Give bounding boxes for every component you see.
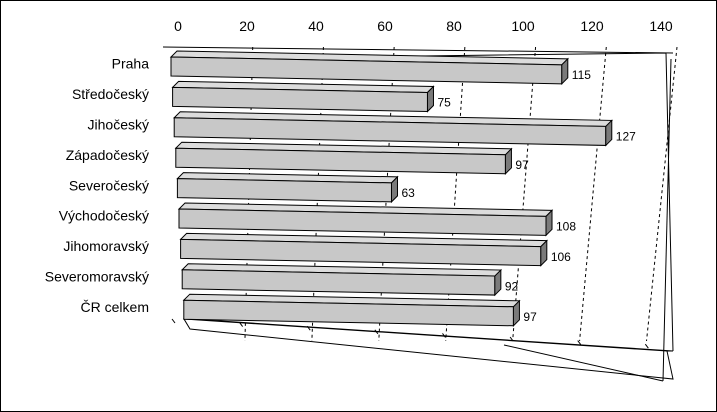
x-tick-mark [171,318,176,324]
bar [171,80,435,113]
x-tick-label: 0 [174,18,182,34]
x-tick-label: 20 [239,18,255,34]
top-axis-line [162,46,674,54]
bar-side-face [390,175,398,204]
grid-line [512,46,537,342]
data-label: 92 [505,279,519,293]
bar [179,232,548,267]
bar-front-face [176,178,392,203]
bars [169,50,613,327]
bar [177,202,554,237]
data-label: 97 [515,158,529,172]
category-labels: PrahaStředočeskýJihočeskýZápadočeskýSeve… [45,56,149,315]
floor-face [183,318,674,380]
x-tick-label: 40 [308,18,324,34]
x-tick-label: 60 [377,18,393,34]
grid-line [646,46,678,342]
chart-floor [183,318,674,380]
category-label: Jihočeský [88,116,149,132]
category-label: Východočeský [59,208,149,224]
x-tick-mark [306,325,311,331]
bar-side-face [426,85,434,113]
bar [176,172,399,204]
x-tick-label: 140 [649,18,673,34]
grid-line [445,46,466,342]
category-label: Středočeský [72,86,149,102]
right-wall-edge [662,58,672,382]
x-tick-label: 120 [580,18,604,34]
category-label: Severomoravský [45,268,149,284]
category-label: Severočeský [69,177,149,193]
category-label: ČR celkem [81,299,149,315]
x-tick-mark [442,333,446,338]
bar [174,141,513,175]
data-label: 115 [572,68,591,82]
data-label: 106 [551,250,571,264]
value-labels: 115 75 127 97 63 108 106 92 97 [401,68,636,324]
bar-side-face [540,239,548,267]
x-tick-label: 100 [511,18,535,34]
data-label: 108 [556,220,576,234]
x-tick-mark [509,336,514,342]
x-tick-mark [239,322,244,327]
category-label: Praha [112,56,150,72]
grid-line [579,46,607,342]
bar-side-face [545,209,553,237]
bar-side-face [494,268,502,297]
bar-side-face [605,119,613,147]
data-label: 75 [437,96,451,110]
data-label: 127 [616,130,636,144]
x-tick-mark [644,343,649,349]
x-tick-mark [374,329,379,335]
x-tick-label: 80 [446,18,462,34]
bar [169,50,569,86]
data-label: 63 [401,186,415,200]
floor-right-edge [503,344,664,382]
bar [173,111,613,147]
x-axis-ticks: 0 20 40 60 80 100 120 140 [162,18,674,349]
category-label: Západočeský [66,147,149,163]
bar-side-face [512,299,520,327]
category-label: Jihomoravský [63,238,149,254]
bar [181,263,503,297]
x-tick-mark [577,340,582,345]
bar-side-face [561,57,569,86]
bar [182,293,521,327]
bar-side-face [504,147,512,175]
data-label: 97 [523,310,537,324]
